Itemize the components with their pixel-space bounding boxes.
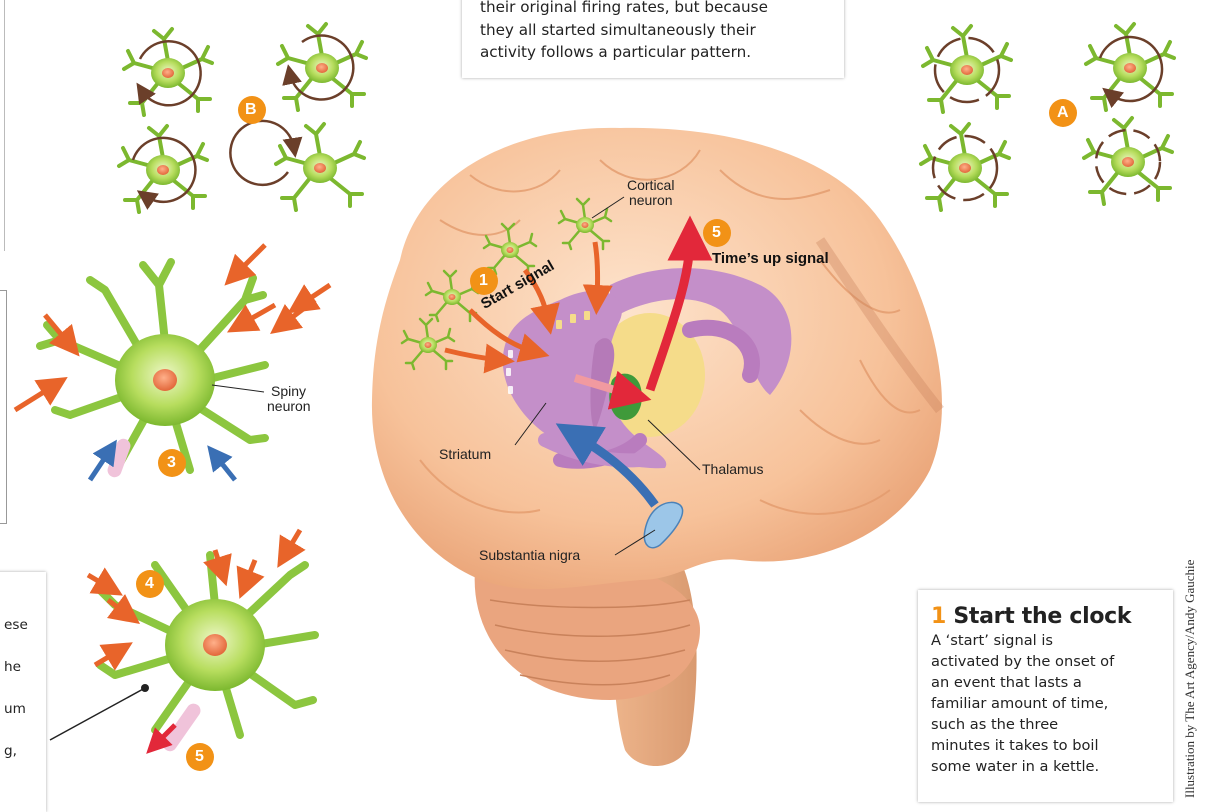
substantia-nigra-label: Substantia nigra — [479, 548, 580, 563]
badge-5-neuron: 5 — [195, 749, 204, 764]
step-number: 1 — [931, 604, 946, 629]
badge-b: B — [245, 102, 257, 117]
clock-line-1: A ‘start’ signal is — [931, 630, 1161, 651]
spiny-neuron-label: Spiny neuron — [267, 384, 311, 414]
left-text-fragment-1: ese — [4, 617, 28, 633]
clock-line-5: such as the three — [931, 714, 1161, 735]
left-text-fragment-2: he — [4, 659, 21, 675]
left-text-fragment-4: g, — [4, 743, 17, 759]
clock-line-6: minutes it takes to boil — [931, 735, 1161, 756]
top-text-line-3: activity follows a particular pattern. — [480, 41, 768, 64]
start-the-clock-title: 1 Start the clock — [931, 604, 1161, 630]
illustration-credit: Illustration by The Art Agency/Andy Gauc… — [1182, 498, 1198, 798]
top-text-line-1: their original firing rates, but because — [480, 0, 768, 19]
cortical-neuron-label: Cortical neuron — [627, 178, 674, 208]
times-up-signal-label: Time’s up signal — [712, 250, 829, 267]
spiny-neuron-3 — [40, 262, 265, 479]
cortical-neuron-label-line1: Cortical — [627, 178, 674, 193]
badge-4: 4 — [145, 576, 154, 591]
badge-5-brain: 5 — [712, 225, 721, 240]
neuron-group-a — [921, 24, 1174, 210]
badge-1: 1 — [479, 273, 488, 288]
clock-line-7: some water in a kettle. — [931, 756, 1161, 777]
step-title-text: Start the clock — [953, 604, 1131, 629]
top-text-box: their original firing rates, but because… — [462, 0, 844, 78]
striatum-label: Striatum — [439, 447, 491, 462]
spiny-neuron-label-line2: neuron — [267, 399, 311, 414]
left-text-box: ese he um g, — [0, 572, 46, 812]
badge-3: 3 — [167, 455, 176, 470]
cortical-neuron-label-line2: neuron — [627, 193, 674, 208]
clock-line-2: activated by the onset of — [931, 651, 1161, 672]
start-the-clock-box: 1 Start the clock A ‘start’ signal is ac… — [918, 590, 1173, 802]
top-text-line-2: they all started simultaneously their — [480, 19, 768, 42]
badge-a: A — [1057, 105, 1069, 120]
spiny-neuron-4 — [100, 555, 315, 754]
left-text-fragment-3: um — [4, 701, 26, 717]
thalamus-label: Thalamus — [702, 462, 763, 477]
spiny-neuron-label-line1: Spiny — [267, 384, 311, 399]
clock-line-3: an event that lasts a — [931, 672, 1161, 693]
clock-line-4: familiar amount of time, — [931, 693, 1161, 714]
